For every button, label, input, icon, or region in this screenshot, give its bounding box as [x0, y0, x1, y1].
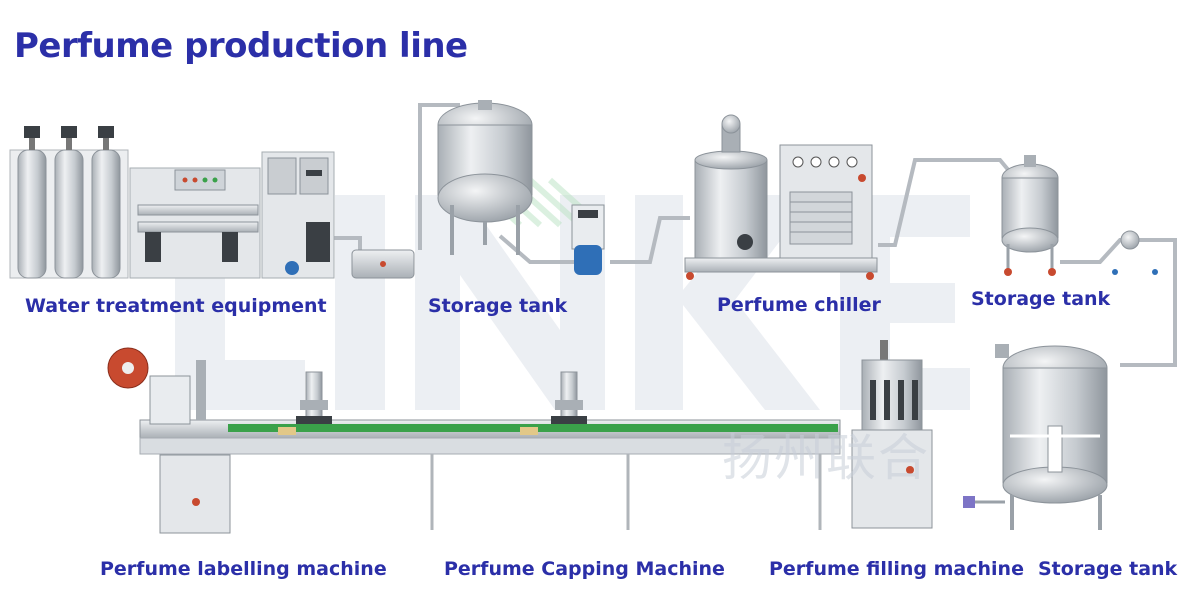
label-storage-tank-2: Storage tank — [971, 288, 1111, 310]
label-storage-tank-3: Storage tank — [1038, 558, 1178, 580]
label-labelling-machine: Perfume labelling machine — [100, 558, 387, 580]
pipe-network — [330, 103, 1177, 367]
storage-tank-icon — [1001, 155, 1158, 276]
labelling-machine-icon — [107, 347, 231, 534]
watermark-chinese: 扬州联合 — [722, 429, 930, 487]
label-capping-machine: Perfume Capping Machine — [444, 558, 725, 580]
capping-machine-icon — [520, 371, 587, 435]
storage-tank-icon — [963, 344, 1108, 530]
label-water-treatment: Water treatment equipment — [25, 295, 327, 317]
label-storage-tank-1: Storage tank — [428, 295, 568, 317]
chiller-icon — [684, 114, 878, 280]
page-title: Perfume production line — [14, 26, 468, 66]
capping-machine-icon — [278, 371, 332, 435]
water-treatment-icon — [9, 126, 335, 279]
filling-machine-icon — [851, 340, 933, 529]
label-filling-machine: Perfume filling machine — [769, 558, 1024, 580]
storage-tank-icon — [351, 100, 605, 279]
label-perfume-chiller: Perfume chiller — [717, 294, 881, 316]
